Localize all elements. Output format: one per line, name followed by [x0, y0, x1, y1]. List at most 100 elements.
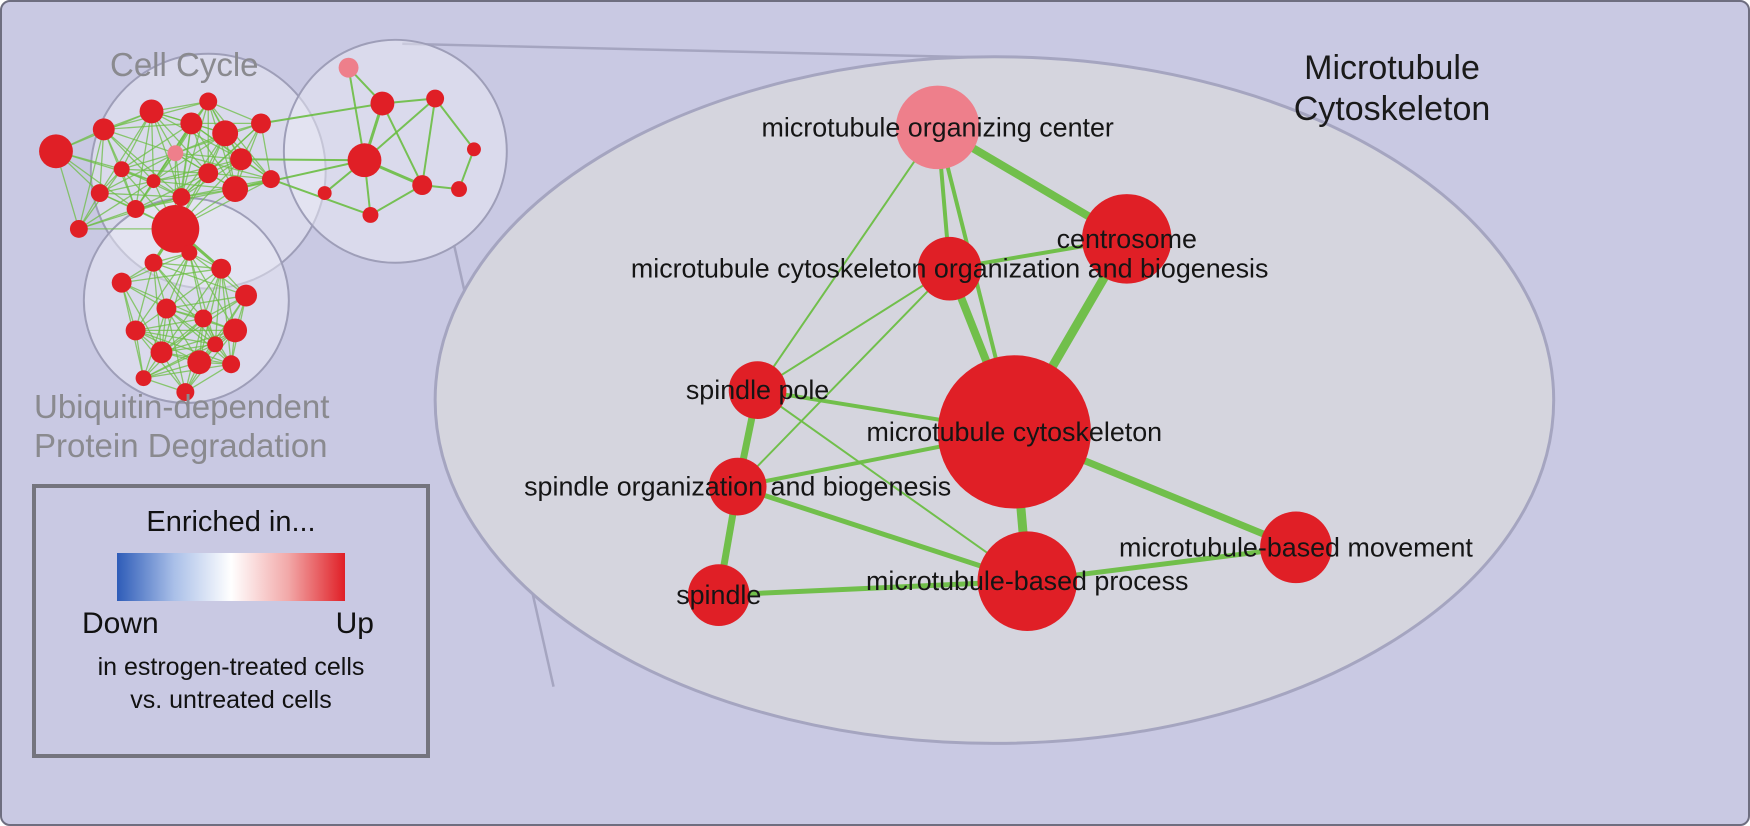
legend-gradient-bar — [117, 553, 345, 601]
overview-node — [222, 176, 249, 203]
overview-node — [176, 383, 195, 402]
zoom-edge — [756, 126, 939, 391]
overview-node — [146, 174, 161, 189]
cluster-circle-microtubule-small — [282, 38, 508, 264]
overview-edge — [234, 159, 365, 191]
cluster-label-microtubule-line2: Cytoskeleton — [1293, 89, 1491, 128]
overview-edge — [166, 307, 216, 345]
overview-node — [111, 272, 132, 293]
overview-edge — [180, 122, 262, 198]
overview-node — [211, 258, 232, 279]
cluster-label-microtubule-line1: Microtubule — [1304, 49, 1480, 87]
overview-edge — [207, 101, 272, 180]
overview-edge — [153, 132, 226, 182]
overview-edge — [434, 97, 475, 150]
overview-edge — [78, 208, 136, 230]
zoom-edge — [736, 484, 1029, 584]
overview-node — [251, 113, 271, 134]
overview-edge — [188, 252, 204, 319]
legend: Enriched in... Down Up in estrogen-treat… — [32, 484, 430, 758]
overview-node — [126, 200, 145, 218]
overview-edge — [188, 252, 216, 345]
zoom-node-0 — [895, 85, 980, 170]
overview-edge — [160, 268, 222, 353]
overview-edge — [142, 308, 168, 379]
cluster-label-ubiquitin: Ubiquitin-dependent Protein Degradation — [34, 388, 329, 466]
overview-node — [212, 120, 239, 147]
legend-caption: in estrogen-treated cells vs. untreated … — [36, 651, 426, 717]
legend-up-label: Up — [335, 607, 374, 640]
overview-edge — [143, 363, 232, 379]
zoom-node-label: spindle — [676, 580, 761, 610]
zoom-node-label: microtubule-based movement — [1119, 532, 1473, 562]
overview-node — [261, 170, 280, 189]
zoom-node-label: centrosome — [1057, 224, 1197, 254]
overview-edge — [241, 158, 365, 162]
zoom-node-1 — [1081, 194, 1172, 284]
overview-node — [194, 309, 213, 328]
zoom-edge — [757, 267, 951, 391]
overview-edge — [78, 180, 154, 230]
zoom-node-label: microtubule cytoskeleton organization an… — [631, 254, 1269, 284]
overview-edge — [166, 294, 247, 310]
overview-node — [426, 89, 445, 108]
overview-node — [370, 91, 395, 116]
overview-edge — [214, 268, 222, 345]
overview-edge — [99, 111, 153, 194]
overview-node — [230, 148, 253, 171]
overview-node — [167, 145, 184, 162]
overview-node — [135, 370, 152, 387]
cluster-label-microtubule: Microtubule Cytoskeleton — [1242, 48, 1542, 130]
overview-node — [69, 219, 88, 238]
overview-node — [125, 320, 146, 341]
legend-down-label: Down — [82, 607, 159, 640]
overview-edge — [135, 329, 232, 365]
overview-edge — [99, 192, 182, 198]
overview-node — [151, 205, 200, 253]
zoom-node-3 — [728, 361, 787, 419]
overview-edge — [134, 111, 153, 210]
zoom-node-6 — [1260, 511, 1332, 584]
cluster-label-cell-cycle: Cell Cycle — [110, 46, 259, 83]
overview-node — [181, 244, 198, 261]
zoom-node-label: spindle pole — [686, 375, 829, 405]
legend-caption-line2: vs. untreated cells — [130, 686, 332, 714]
overview-edge — [152, 101, 209, 182]
overview-node — [451, 181, 467, 198]
overview-node — [150, 341, 173, 364]
zoom-node-4 — [937, 355, 1091, 509]
overview-edge — [166, 308, 232, 365]
zoom-node-label: microtubule organizing center — [762, 112, 1114, 142]
overview-edge — [121, 122, 192, 170]
overview-edge — [99, 152, 176, 194]
overview-node — [144, 253, 163, 272]
overview-edge — [153, 158, 242, 182]
overview-node — [172, 188, 191, 207]
legend-caption-line1: in estrogen-treated cells — [97, 653, 365, 681]
overview-node — [139, 99, 164, 124]
overview-node — [235, 284, 258, 307]
overview-node — [90, 184, 109, 203]
zoom-edge — [718, 578, 1028, 598]
zoom-node-5 — [708, 457, 767, 516]
overview-edge — [260, 102, 383, 125]
overview-edge — [121, 268, 222, 284]
cluster-label-ubiquitin-line1: Ubiquitin-dependent — [34, 388, 330, 425]
overview-node — [39, 134, 73, 169]
overview-node — [362, 207, 379, 223]
overview-edge — [134, 262, 155, 331]
overview-node — [347, 143, 382, 178]
overview-node — [92, 118, 115, 141]
legend-title: Enriched in... — [146, 506, 316, 538]
overview-edge — [208, 172, 272, 180]
overview-node — [222, 355, 241, 374]
overview-node — [180, 112, 203, 135]
overview-edge — [166, 268, 222, 310]
overview-edge — [151, 110, 242, 160]
overview-edge — [121, 168, 209, 174]
magnifier-line — [402, 42, 995, 59]
zoom-node-7 — [977, 531, 1078, 631]
overview-node — [198, 163, 219, 184]
